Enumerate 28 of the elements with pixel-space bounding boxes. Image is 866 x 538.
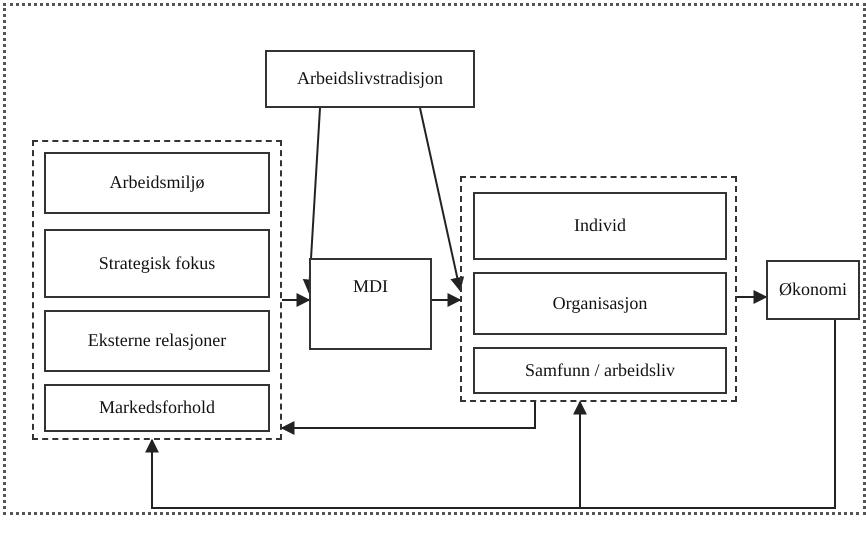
process-box: [473, 192, 727, 260]
arrow: [280, 402, 536, 435]
process-box: [44, 229, 270, 298]
box-label: Arbeidslivstradisjon: [296, 68, 444, 90]
box-label: Arbeidsmiljø: [108, 172, 206, 194]
box-label: Individ: [573, 215, 627, 237]
box-label: Samfunn / arbeidsliv: [524, 360, 676, 382]
box-label: Markedsforhold: [98, 397, 216, 419]
process-box: [265, 50, 475, 108]
process-box: [473, 347, 727, 394]
process-box: [44, 310, 270, 372]
arrow: [282, 293, 310, 307]
box-label: Økonomi: [778, 279, 848, 301]
box-label: Strategisk fokus: [98, 252, 216, 274]
box-label: Organisasjon: [552, 292, 648, 314]
process-box: [766, 260, 860, 320]
arrow: [432, 293, 462, 307]
process-box: [473, 272, 727, 335]
process-box: [309, 258, 432, 350]
process-box: [44, 152, 270, 214]
box-label: Eksterne relasjoner: [86, 330, 228, 352]
dashed-group-box: [32, 140, 282, 440]
box-label: MDI: [352, 276, 389, 298]
arrow: [737, 290, 768, 304]
arrow: [419, 108, 464, 292]
dashed-group-box: [460, 176, 737, 402]
process-box: [44, 384, 270, 432]
arrow: [302, 108, 321, 294]
